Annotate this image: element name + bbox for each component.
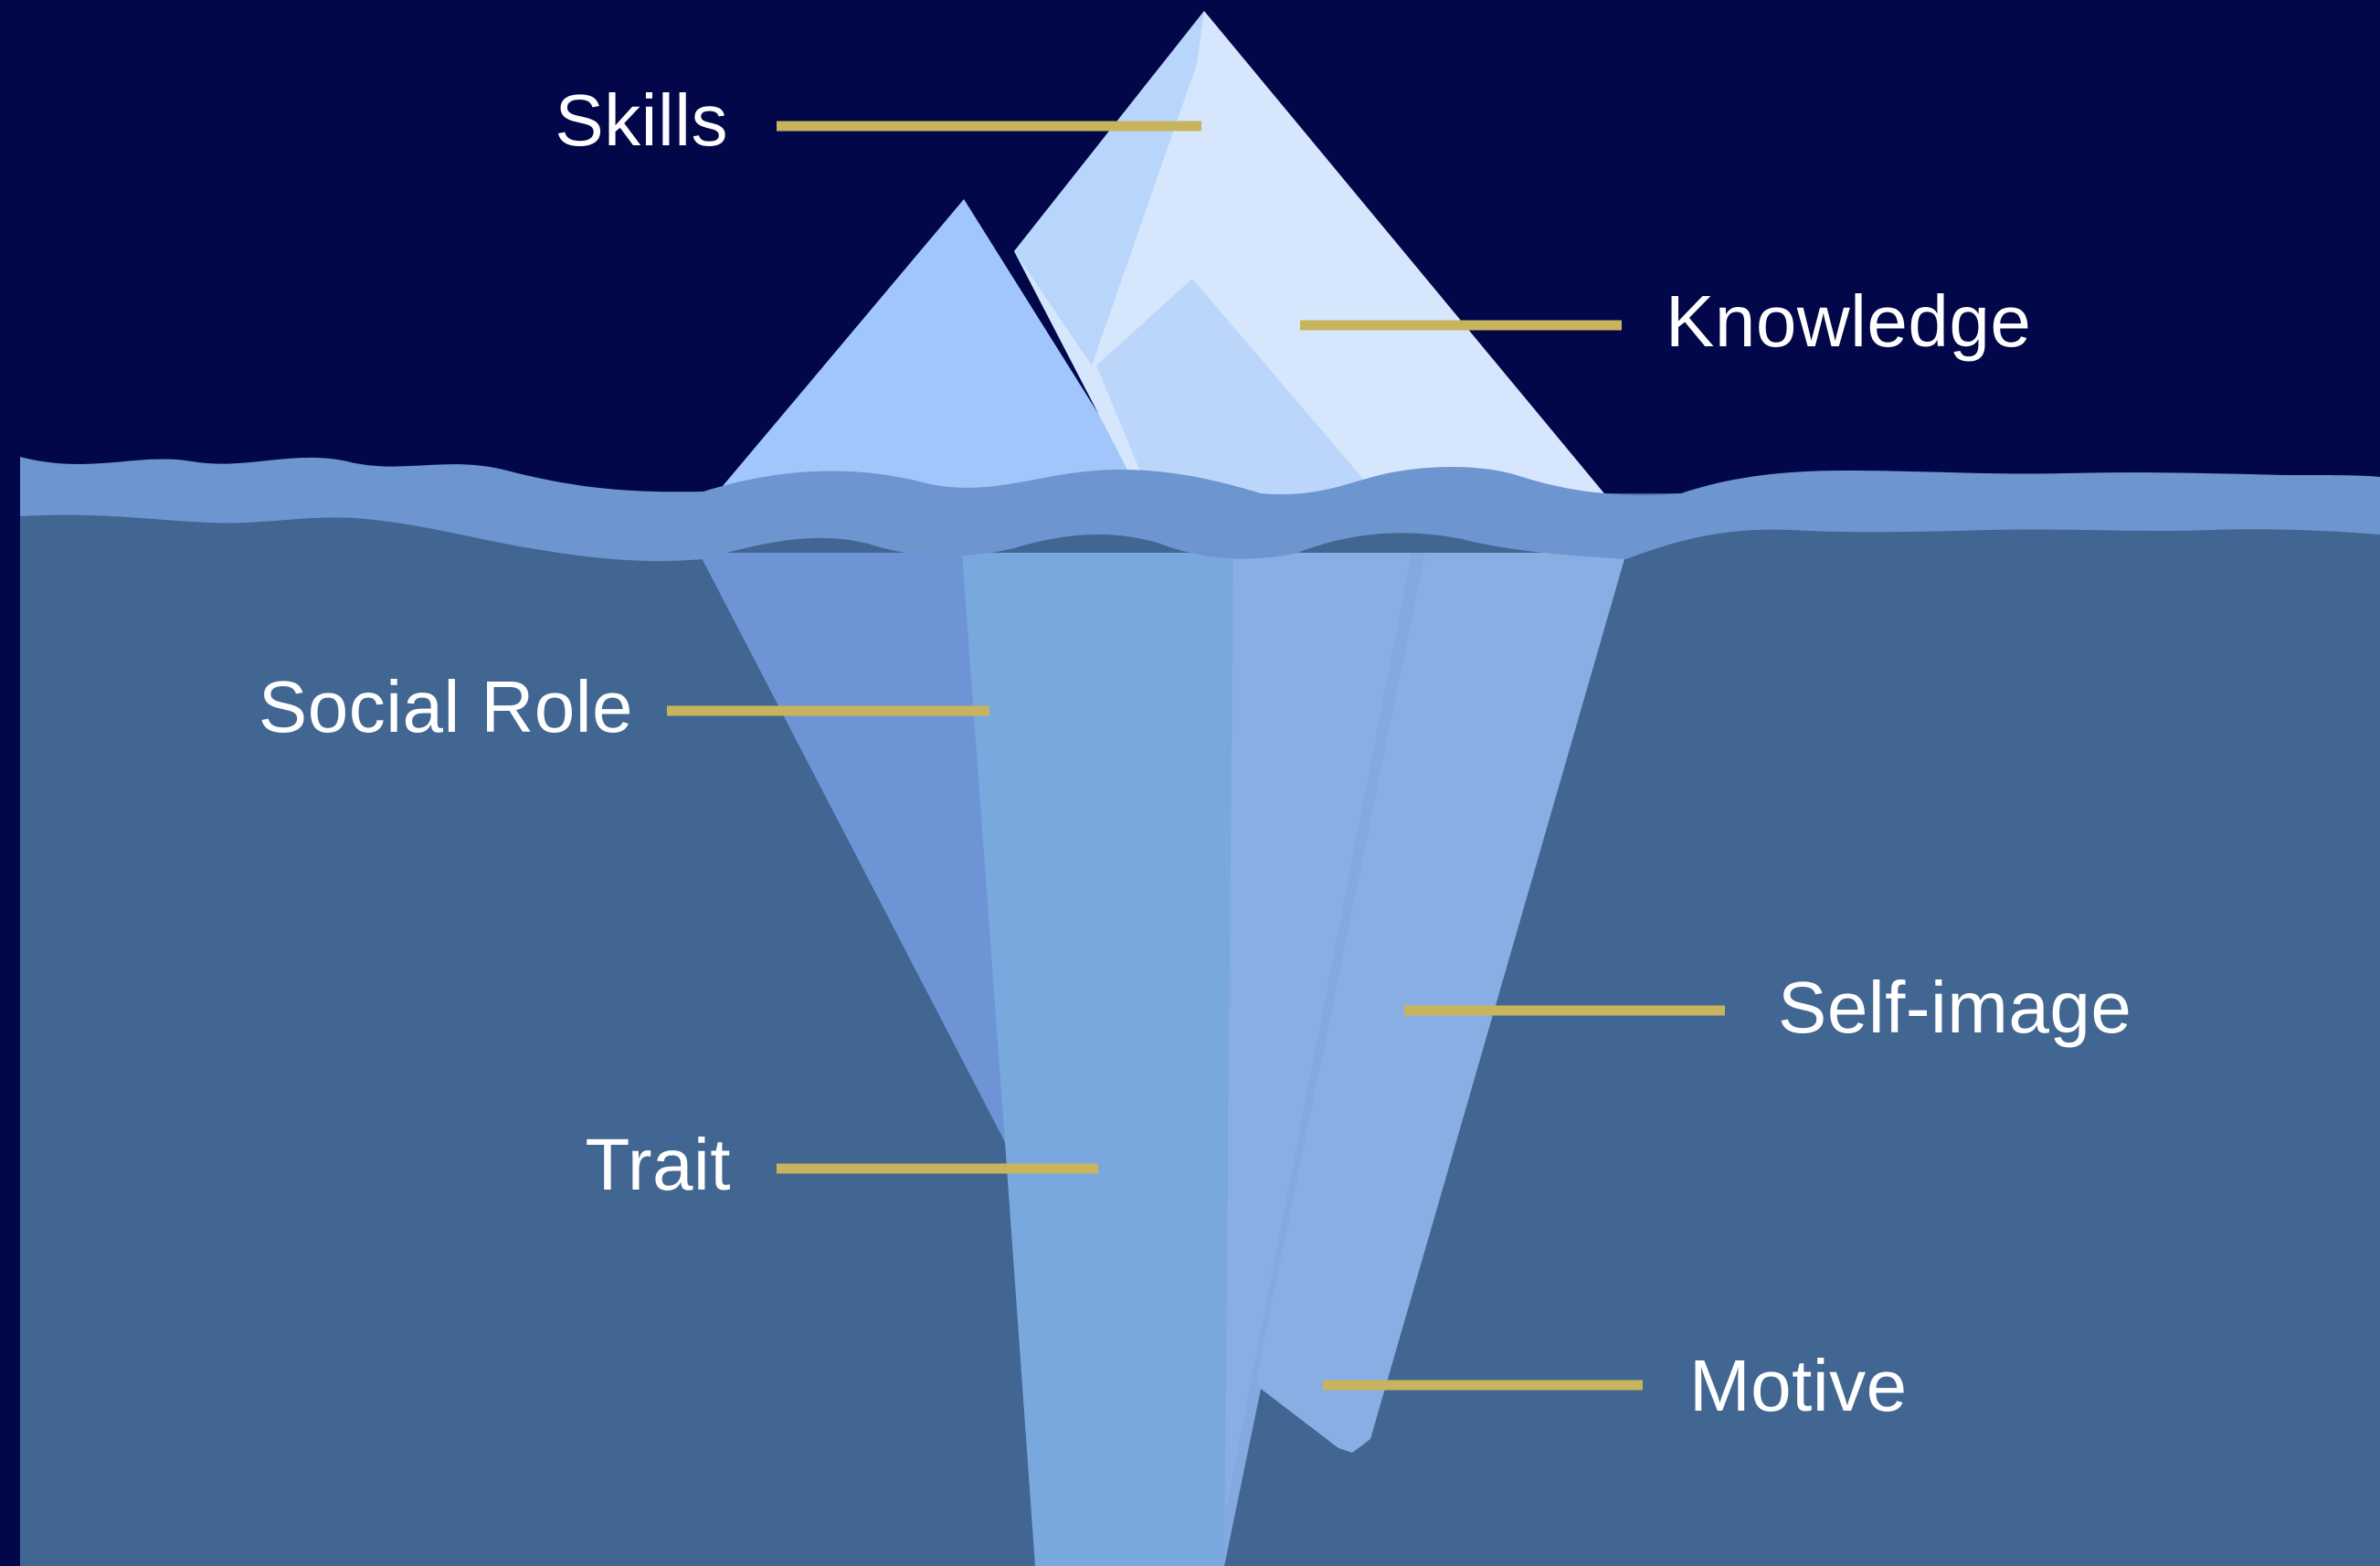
label-knowledge: Knowledge	[1666, 280, 2032, 362]
underwater-center-facet	[962, 553, 1243, 1566]
label-skills: Skills	[555, 79, 728, 161]
label-trait: Trait	[585, 1124, 731, 1205]
underwater-right-facet	[1224, 553, 1626, 1566]
peak-main-left-face	[1014, 11, 1204, 365]
label-social-role: Social Role	[258, 666, 633, 747]
label-self-image: Self-image	[1778, 967, 2132, 1048]
water-surface-band	[20, 457, 2380, 562]
peak-left	[713, 199, 1151, 498]
peak-inner	[1096, 279, 1380, 498]
underwater-left-facet	[699, 553, 1005, 1142]
iceberg-underwater	[699, 553, 1626, 1566]
underwater-right-shade	[1215, 553, 1425, 1566]
label-motive: Motive	[1689, 1345, 1908, 1426]
iceberg-peaks	[713, 11, 1608, 498]
leader-lines	[667, 121, 1725, 1391]
